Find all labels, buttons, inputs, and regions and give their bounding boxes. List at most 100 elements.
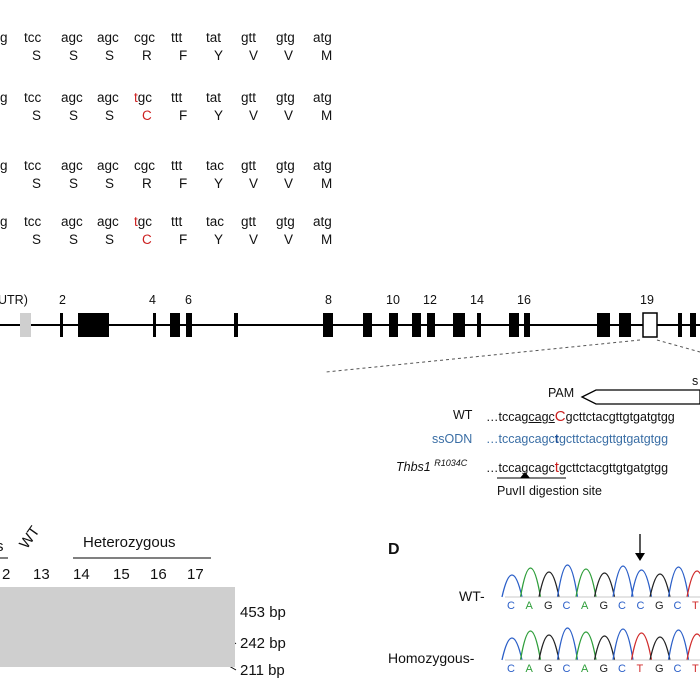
codon: tac bbox=[206, 214, 225, 229]
amino-acid: S bbox=[105, 176, 115, 191]
exon-label: 6 bbox=[185, 293, 192, 307]
codon: atg bbox=[313, 30, 332, 45]
homozygous-trace-peak bbox=[593, 635, 616, 661]
codon: agc bbox=[61, 158, 83, 173]
exon bbox=[524, 313, 530, 337]
band-size-211: 211 bp bbox=[240, 662, 285, 679]
exon bbox=[389, 313, 398, 337]
wt-trace-base-call: G bbox=[599, 600, 609, 612]
codon: gtt bbox=[241, 158, 257, 173]
homozygous-trace-base-call: G bbox=[599, 663, 609, 675]
amino-acid: R bbox=[142, 176, 152, 191]
codon: g bbox=[0, 90, 8, 105]
amino-acid: Y bbox=[214, 108, 224, 123]
exon bbox=[363, 313, 372, 337]
wt-trace-base-call: C bbox=[673, 600, 682, 612]
wt-trace-peak bbox=[556, 564, 579, 598]
amino-acid: S bbox=[32, 176, 42, 191]
amino-acid: S bbox=[69, 108, 79, 123]
amino-acid: M bbox=[321, 48, 333, 63]
exon-label: 12 bbox=[423, 293, 437, 307]
homozygous-trace-peak bbox=[519, 630, 542, 661]
homozygous-trace-label: Homozygous- bbox=[388, 650, 475, 666]
exon-label: 4 bbox=[149, 293, 156, 307]
lane-number: 13 bbox=[33, 566, 50, 583]
exon bbox=[597, 313, 610, 337]
exon bbox=[678, 313, 682, 337]
band-size-453: 453 bp bbox=[240, 604, 286, 621]
homozygous-trace-base-call: C bbox=[618, 663, 626, 675]
amino-acid: V bbox=[249, 48, 259, 63]
amino-acid: S bbox=[32, 108, 42, 123]
amino-acid: M bbox=[321, 108, 333, 123]
panel-d-label: D bbox=[388, 541, 400, 558]
exon bbox=[477, 313, 481, 337]
wt-trace-base-call: A bbox=[525, 600, 533, 612]
wt-trace-base-call: G bbox=[544, 600, 553, 612]
wt-trace-base-call: T bbox=[692, 600, 699, 612]
wt-trace-peak bbox=[501, 574, 523, 598]
amino-acid: R bbox=[142, 48, 152, 63]
amino-acid: S bbox=[32, 48, 42, 63]
homozygous-trace-peak bbox=[575, 631, 597, 661]
exon bbox=[234, 313, 238, 337]
homozygous-trace-base-call: C bbox=[562, 663, 571, 675]
amino-acid: Y bbox=[214, 232, 224, 247]
codon: atg bbox=[313, 90, 332, 105]
lane-number: 17 bbox=[187, 566, 204, 583]
amino-acid: S bbox=[32, 232, 42, 247]
homozygous-trace-base-call: C bbox=[507, 663, 515, 675]
codon: tcc bbox=[24, 158, 42, 173]
codon: gtt bbox=[241, 214, 257, 229]
utr-label: UTR) bbox=[0, 293, 28, 307]
codon: atg bbox=[313, 214, 332, 229]
codon: tgc bbox=[134, 214, 170, 229]
amino-acid: C bbox=[142, 232, 152, 247]
exon bbox=[427, 313, 435, 337]
codon: gtg bbox=[276, 158, 295, 173]
wt-trace-base-call: C bbox=[618, 600, 626, 612]
lane-number: 15 bbox=[113, 566, 130, 583]
heterozygous-label: Heterozygous bbox=[83, 534, 176, 551]
zoom-line-left bbox=[325, 339, 641, 373]
homozygous-trace-base-call: A bbox=[525, 663, 533, 675]
arrow-head bbox=[635, 553, 645, 561]
amino-acid: V bbox=[284, 108, 294, 123]
pam-label: PAM bbox=[548, 386, 575, 400]
codon: g bbox=[0, 30, 8, 45]
wt-trace-peak bbox=[575, 568, 597, 598]
wt-trace-peak bbox=[649, 573, 671, 598]
wt-sequence: …tccagcagcCgcttctacgttgtgatgtgg bbox=[486, 408, 675, 425]
codon: cgc bbox=[134, 30, 156, 45]
exon bbox=[619, 313, 631, 337]
ssodn-sequence: …tccagcagctgcttctacgttgtgatgtgg bbox=[486, 432, 669, 446]
exon bbox=[453, 313, 465, 337]
wt-seq-label: WT bbox=[453, 408, 473, 422]
codon: tac bbox=[206, 158, 225, 173]
wt-trace-peak bbox=[612, 565, 634, 598]
homozygous-trace-peak bbox=[556, 627, 579, 661]
zoom-line-right bbox=[656, 339, 700, 353]
amino-acid: V bbox=[284, 176, 294, 191]
codon: tat bbox=[206, 90, 222, 105]
amino-acid: S bbox=[105, 108, 115, 123]
exon-label: 19 bbox=[640, 293, 654, 307]
mutant-sequence: …tccagcagctgcttctacgttgtgatgtgg bbox=[486, 459, 669, 476]
codon: agc bbox=[97, 90, 119, 105]
codon: agc bbox=[97, 30, 119, 45]
wt-trace-base-call: C bbox=[636, 600, 645, 612]
homozygous-trace-base-call: C bbox=[673, 663, 682, 675]
amino-acid: S bbox=[69, 176, 79, 191]
exon bbox=[323, 313, 333, 337]
amino-acid: M bbox=[321, 176, 333, 191]
codon: g bbox=[0, 158, 8, 173]
homozygous-trace-peak bbox=[630, 632, 653, 661]
codon: atg bbox=[313, 158, 332, 173]
codon: ttt bbox=[171, 158, 183, 173]
amino-acid: S bbox=[69, 48, 79, 63]
amino-acid: S bbox=[69, 232, 79, 247]
exon bbox=[153, 313, 156, 337]
homozygous-trace-peak bbox=[612, 628, 634, 661]
amino-acid: M bbox=[321, 232, 333, 247]
exon-label: 10 bbox=[386, 293, 400, 307]
